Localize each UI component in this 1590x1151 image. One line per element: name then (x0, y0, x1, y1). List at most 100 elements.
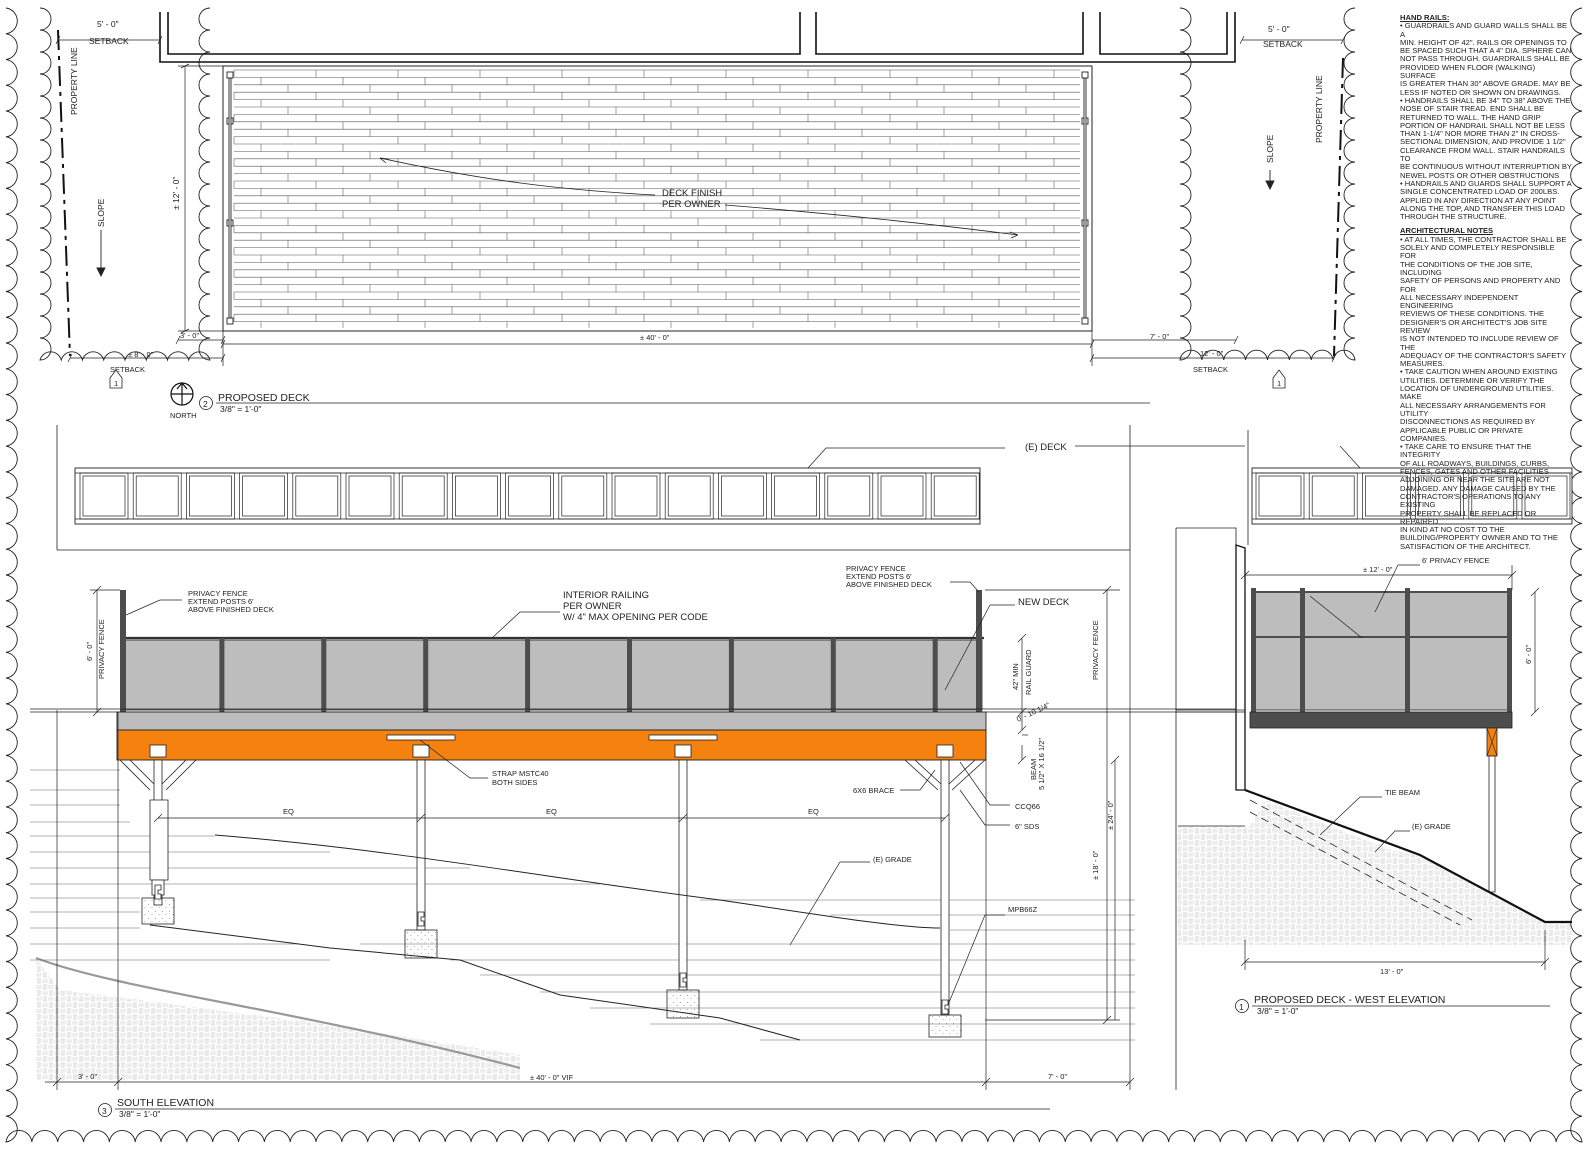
guard-post (830, 638, 836, 712)
post-caps (149, 744, 954, 758)
plan-dim-right-bottom: 12' - 0" (1200, 349, 1224, 358)
cloud-right-edge (1179, 7, 1356, 361)
existing-rail-bay-inner (667, 475, 711, 517)
architectural-note-line: UTILITIES. DETERMINE OR VERIFY THE (1400, 375, 1545, 385)
property-lines (57, 29, 1344, 357)
architectural-note-line: THE CONDITIONS OF THE JOB SITE, INCLUDIN… (1400, 259, 1533, 277)
west-tie-beam-dash1 (1249, 799, 1473, 921)
footings (141, 897, 962, 1038)
west-existing-balusters (1255, 472, 1571, 520)
plan-view: 5' - 0" SETBACK 5' - 0" SETBACK PROPERTY… (39, 7, 1356, 420)
plan-dim-left-bottom: ± 8' - 0" (128, 350, 154, 359)
existing-grade-lines (149, 834, 941, 1041)
west-existing-wall-line (1175, 527, 1237, 1090)
west-elevation: ± 12' - 0" 6' PRIVACY FENCE 6' - 0" TIE … (1175, 430, 1573, 1090)
architectural-note-line: ALL NECESSARY ARRANGEMENTS FOR UTILITY (1400, 400, 1546, 418)
existing-rail-bay (398, 472, 448, 520)
west-dim-bottom: 13' - 0" (1380, 967, 1404, 976)
south-ground-strata (30, 769, 1135, 1041)
architectural-note-line: SAFETY OF PERSONS AND PROPERTY AND FOR (1400, 276, 1561, 294)
existing-rail-bay-inner (614, 475, 658, 517)
privacy-left-1: PRIVACY FENCE (188, 589, 248, 598)
plan-dim-right-gap: 7' - 0" (1150, 332, 1169, 341)
hand-rails-note-line: ALONG THE TOP, AND TRANSFER THIS LOAD (1400, 203, 1565, 213)
deck-boards (233, 69, 1080, 328)
property-line-left-label: PROPERTY LINE (69, 47, 79, 115)
south-title: SOUTH ELEVATION (117, 1097, 214, 1109)
deck-beam (116, 729, 987, 761)
west-rail-bay-inner (1365, 475, 1408, 517)
south-title-bubble (98, 1103, 112, 1117)
west-rail-bay (1308, 472, 1358, 520)
cloud-left-edge (39, 7, 211, 362)
architectural-note-line: LOCATION OF UNDERGROUND UTILITIES. MAKE (1400, 384, 1554, 402)
slope-left-label: SLOPE (96, 198, 106, 227)
west-existing-railing (1251, 467, 1573, 525)
architectural-note-line: PROPERTY SHALL BE REPLACED OR REPAIRED (1400, 508, 1537, 526)
new-deck-posts (219, 638, 938, 712)
architectural-note-line: IS NOT INTENDED TO INCLUDE REVIEW OF THE (1400, 334, 1559, 352)
architectural-note-line: APPLICABLE PUBLIC OR PRIVATE COMPANIES. (1400, 425, 1523, 443)
architectural-note-line: SOLELY AND COMPLETELY RESPONSIBLE FOR (1400, 243, 1555, 261)
architectural-note-line: DISCONNECTIONS AS REQUIRED BY (1400, 417, 1536, 427)
section-ref-right: 1 (1277, 379, 1281, 388)
architectural-note-line: ADJOINING OR NEAR THE SITE ARE NOT (1400, 475, 1550, 485)
eq-ticks (153, 813, 950, 823)
hand-rails-note-line: NOT PASS THROUGH. GUARDRAILS SHALL BE (1400, 54, 1570, 64)
west-rail-bay (1255, 472, 1305, 520)
new-deck-label: NEW DECK (1018, 597, 1070, 608)
existing-rail-bay (345, 472, 395, 520)
plan-dim-left-gap: 3' - 0" (180, 331, 199, 340)
beam-label-2: 5 1/2" X 16 1/2" (1037, 738, 1046, 790)
guard-post (321, 638, 327, 712)
architectural-note-line: FENCES, GATES AND OTHER FACILITIES (1400, 467, 1549, 477)
existing-rail-bay (186, 472, 235, 520)
section-ref-left: 1 (114, 379, 118, 388)
privacy-post-right (976, 590, 982, 712)
interior-railing-2: PER OWNER (563, 601, 622, 612)
west-floor-line (1176, 709, 1245, 713)
plan-rail-posts (226, 71, 1089, 325)
architectural-note-line: BUILDING/PROPERTY OWNER AND TO THE (1400, 533, 1558, 543)
hand-rails-note-line: PORTION OF HANDRAIL SHALL NOT BE LESS (1400, 120, 1565, 130)
south-dim-fence: 6' - 0" (85, 642, 94, 661)
south-elevation: (E) DECK (30, 425, 1245, 1119)
plan-setback-right-label: SETBACK (1263, 39, 1303, 49)
tie-beam-label: TIE BEAM (1385, 788, 1420, 797)
south-scale: 3/8" = 1'-0" (119, 1109, 160, 1119)
architectural-notes-heading: ARCHITECTURAL NOTES (1400, 226, 1494, 236)
guard-post (423, 638, 429, 712)
architectural-note-line: • TAKE CAUTION WHEN AROUND EXISTING (1400, 367, 1558, 377)
cloud-border-edge (5, 7, 1583, 1143)
south-leaders (125, 581, 1028, 1006)
hand-rails-heading: HAND RAILS: (1400, 13, 1450, 22)
west-rail-bay-inner (1471, 475, 1515, 517)
slope-right-label: SLOPE (1265, 134, 1275, 163)
architectural-note-line: DESIGNER'S OR ARCHITECT'S JOB SITE REVIE… (1400, 317, 1548, 335)
west-rails (1254, 591, 1512, 638)
existing-rail-bay-inner (135, 475, 179, 517)
architectural-note-line: • AT ALL TIMES, THE CONTRACTOR SHALL BE (1400, 234, 1567, 244)
deck-joist (116, 711, 987, 731)
privacy-right-3: ABOVE FINISHED DECK (846, 580, 932, 589)
guard-post (728, 638, 734, 712)
architectural-note-line: REVIEWS OF THESE CONDITIONS. THE (1400, 309, 1545, 319)
existing-rail-bay-inner (721, 475, 764, 517)
hand-rails-note-line: NOSE OF STAIR TREAD. END SHALL BE (1400, 104, 1545, 114)
existing-rail-bay (505, 472, 554, 520)
deck-finish-label-1: DECK FINISH (662, 188, 722, 199)
guard-post (627, 638, 632, 712)
south-privacy-vertical: PRIVACY FENCE (97, 619, 106, 679)
slope-arrows (96, 170, 1275, 278)
hand-rails-note-line: SECTIONAL DIMENSION, AND PROVIDE 1 1/2" (1400, 137, 1566, 147)
existing-deck-label: (E) DECK (1025, 442, 1067, 453)
privacy-panels (121, 639, 983, 711)
privacy-left-3: ABOVE FINISHED DECK (188, 605, 274, 614)
privacy-right-2: EXTEND POSTS 6' (846, 572, 912, 581)
privacy-right-1: PRIVACY FENCE (846, 564, 906, 573)
hand-rails-note-line: BE SPACED SUCH THAT A 4" DIA. SPHERE CAN (1400, 46, 1572, 56)
west-existing-leader (1339, 445, 1361, 469)
hand-rails-note-line: • GUARDRAILS AND GUARD WALLS SHALL BE A (1400, 21, 1568, 39)
dim-24: ± 24' - 0" (1106, 800, 1115, 830)
